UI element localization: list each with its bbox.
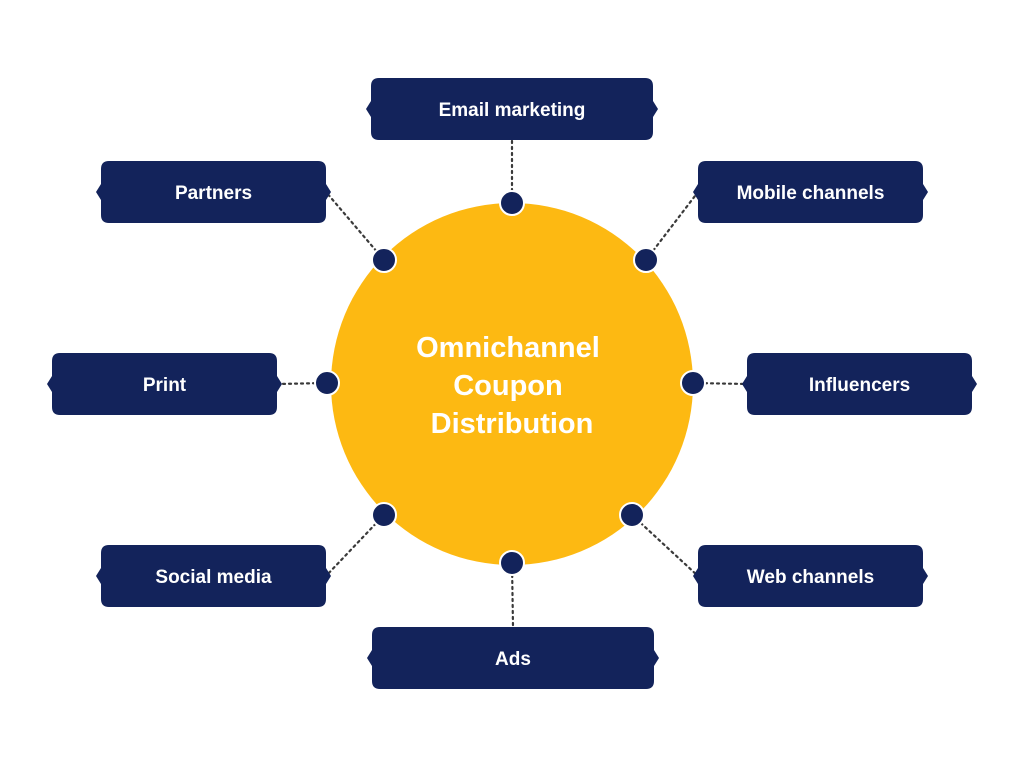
connector-social-media — [324, 513, 386, 578]
channel-box-shape — [366, 78, 658, 140]
node-ads — [499, 550, 525, 576]
hub-title-line: Omnichannel — [416, 332, 600, 364]
channel-label: Influencers — [809, 375, 910, 396]
connector-ads — [510, 561, 515, 629]
channel-label: Web channels — [747, 567, 874, 588]
connector-mobile-channels — [644, 190, 700, 262]
node-partners — [371, 247, 397, 273]
channel-box-social-media: Social media — [96, 545, 331, 607]
channel-box-email-marketing: Email marketing — [366, 78, 658, 140]
channel-box-web-channels: Web channels — [693, 545, 928, 607]
channel-box-shape — [693, 545, 928, 607]
channel-box-mobile-channels: Mobile channels — [693, 161, 928, 223]
channel-label: Print — [143, 375, 187, 396]
channel-box-shape — [742, 353, 977, 415]
hub-circle — [331, 203, 693, 565]
channel-box-shape — [47, 353, 282, 415]
channel-box-ads: Ads — [367, 627, 659, 689]
channel-box-partners: Partners — [96, 161, 331, 223]
node-mobile-channels — [633, 247, 659, 273]
hub-title-line: Coupon — [453, 370, 563, 402]
node-web-channels — [619, 502, 645, 528]
channel-box-shape — [96, 161, 331, 223]
channel-box-shape — [693, 161, 928, 223]
connector-web-channels — [630, 513, 700, 578]
connector-partners — [324, 190, 386, 262]
channel-label: Email marketing — [439, 100, 586, 121]
channel-label: Social media — [155, 567, 272, 588]
hub-title-line: Distribution — [431, 408, 594, 440]
channel-box-shape — [96, 545, 331, 607]
node-influencers — [680, 370, 706, 396]
connectors — [275, 138, 749, 629]
node-social-media — [371, 502, 397, 528]
connection-nodes — [314, 190, 706, 576]
channel-label: Ads — [495, 649, 531, 670]
node-email-marketing — [499, 190, 525, 216]
channel-box-print: Print — [47, 353, 282, 415]
channel-box-shape — [367, 627, 659, 689]
channel-box-influencers: Influencers — [742, 353, 977, 415]
channel-label: Mobile channels — [737, 183, 885, 204]
channel-label: Partners — [175, 183, 252, 204]
node-print — [314, 370, 340, 396]
hub-title: Omnichannel Coupon Distribution — [416, 332, 608, 440]
